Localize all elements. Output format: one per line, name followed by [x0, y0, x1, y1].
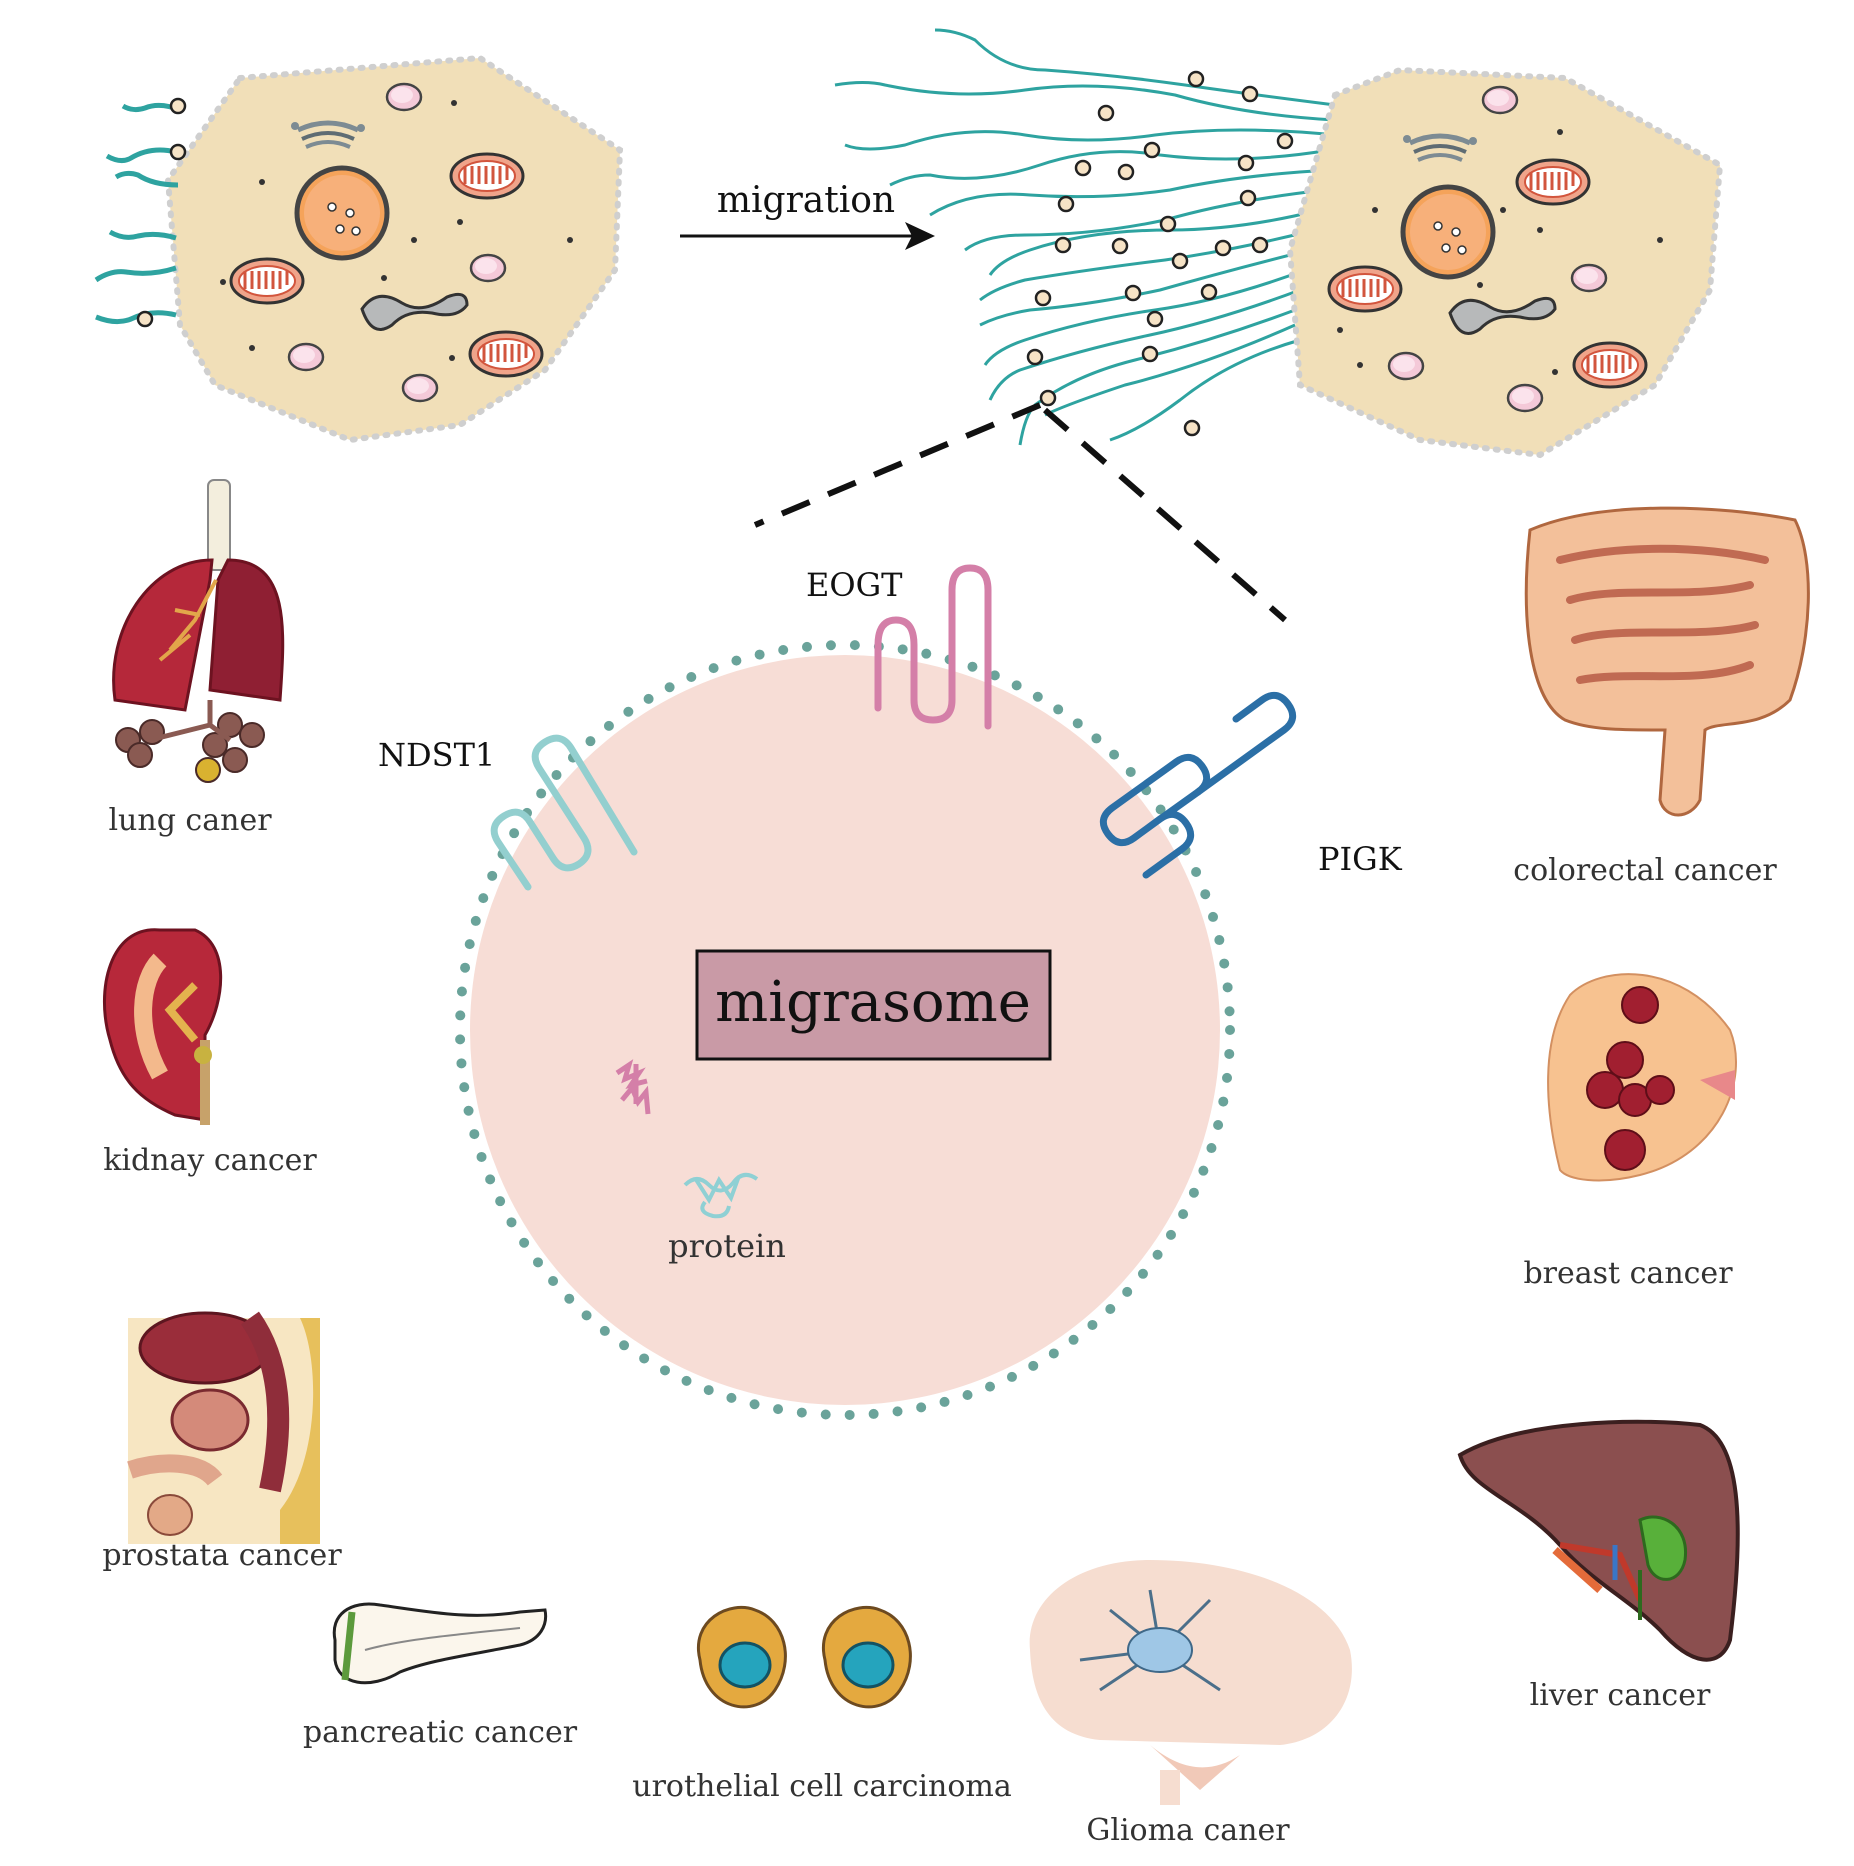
urothelial-cells-icon: [696, 1605, 912, 1709]
eogt-label: EOGT: [806, 566, 903, 604]
pink-protein-icon: [615, 1059, 651, 1115]
urothelial-label: urothelial cell carcinoma: [632, 1769, 1012, 1804]
ndst1-label: NDST1: [378, 736, 495, 774]
protein-label: protein: [668, 1227, 786, 1265]
kidney-icon: [103, 928, 223, 1125]
pigk-protein: [1099, 753, 1211, 879]
migrasome-title-box: [695, 949, 1052, 1061]
pancreas-icon: [332, 1602, 548, 1685]
left-cell: [94, 54, 624, 444]
zoom-lines: [753, 402, 1287, 623]
colorectal-label: colorectal cancer: [1513, 853, 1777, 888]
glioma-label: Glioma caner: [1086, 1813, 1290, 1848]
migrasome-title: migrasome: [715, 970, 1031, 1035]
retraction-fibers-right: [834, 28, 1336, 446]
eogt-protein: [874, 564, 992, 730]
right-cell: [834, 28, 1724, 459]
retraction-fibers-left: [94, 102, 181, 325]
pancreatic-cancer-label: pancreatic cancer: [303, 1715, 578, 1750]
colon-icon: [1524, 506, 1810, 817]
migration-arrow: migration: [680, 180, 935, 250]
brain-icon: [1029, 1560, 1352, 1805]
breast-icon: [1547, 973, 1737, 1182]
liver-cancer-label: liver cancer: [1530, 1678, 1711, 1713]
liver-icon: [1457, 1419, 1740, 1662]
blue-protein-icon: [683, 1172, 759, 1219]
prostate-icon: [127, 1311, 320, 1544]
breast-cancer-label: breast cancer: [1523, 1256, 1733, 1291]
lung-cancer-label: lung caner: [108, 803, 272, 838]
lung-icon: [112, 479, 285, 783]
migrasome: EOGT NDST1 PIGK migrasome protein: [378, 564, 1403, 1420]
ndst1-protein: [490, 734, 638, 891]
kidney-cancer-label: kidnay cancer: [103, 1143, 317, 1178]
pigk-label: PIGK: [1318, 840, 1403, 878]
prostate-cancer-label: prostata cancer: [102, 1538, 342, 1573]
migration-label: migration: [717, 180, 895, 221]
